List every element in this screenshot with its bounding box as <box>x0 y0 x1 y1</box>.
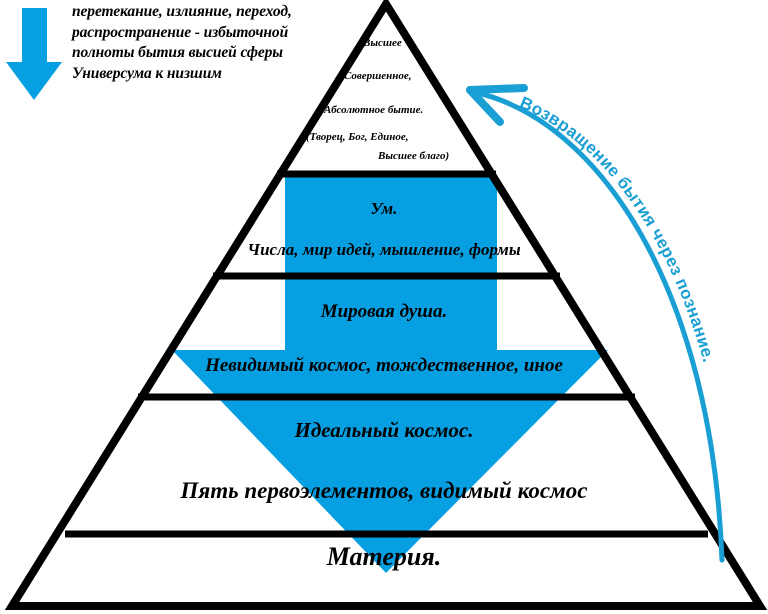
ascent-label-textpath: Возвращение бытия через познание. <box>517 93 718 365</box>
blue-upper-column <box>285 176 497 350</box>
ascent-label: Возвращение бытия через познание. <box>517 93 718 365</box>
level4-sub-label: Пять первоэлементов, видимый космос <box>180 478 588 503</box>
down-arrow-icon <box>6 8 62 100</box>
descent-annotation-text: перетекание, излияние, переход, распрост… <box>72 3 292 82</box>
pyramid-outline <box>4 0 768 610</box>
level1-line-4: (Творец, Бог, Единое, <box>306 131 409 143</box>
level3-sub-label: Невидимый космос, тождественное, иное <box>205 355 563 376</box>
curved-up-arrow-icon <box>466 84 528 126</box>
level1-line-5: Высшее благо) <box>378 150 450 162</box>
level2-main-label: Ум. <box>370 199 398 218</box>
level3-main-label: Мировая душа. <box>320 301 448 322</box>
level5-main-label: Материя. <box>326 542 442 571</box>
level2-sub-label: Числа, мир идей, мышление, формы <box>247 240 521 259</box>
level1-line-1: Высшее <box>363 37 402 49</box>
level4-main-label: Идеальный космос. <box>294 418 474 442</box>
blue-inverted-triangle <box>172 350 608 573</box>
level1-line-2: Совершенное, <box>344 70 412 82</box>
level1-line-3: Абсолютное бытие. <box>324 104 424 116</box>
